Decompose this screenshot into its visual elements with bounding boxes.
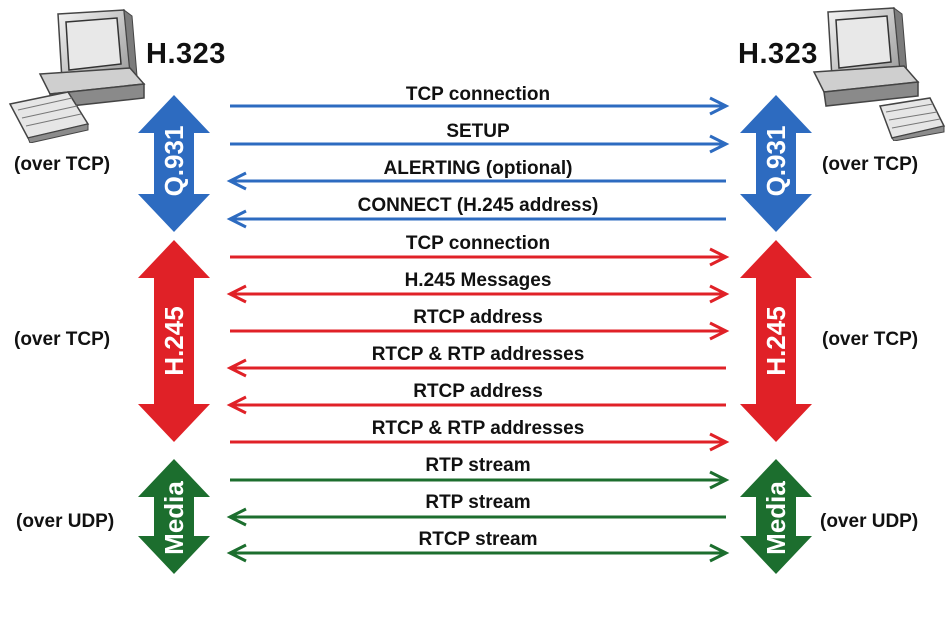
right-computer-icon [806, 6, 946, 142]
message-arrow [230, 247, 730, 267]
message-label: RTCP stream [418, 529, 538, 550]
right-h245-arrow-label: H.245 [761, 306, 791, 376]
left-computer-icon [6, 8, 146, 144]
left-q931-transport-label: (over TCP) [14, 154, 111, 175]
message-arrow [226, 209, 726, 229]
right-host-title: H.323 [738, 38, 818, 70]
right-q931-transport-label: (over TCP) [822, 154, 919, 175]
left-host-title: H.323 [146, 38, 226, 70]
right-media-big-arrow [740, 459, 812, 574]
left-h245-arrow-label: H.245 [159, 306, 189, 376]
left-media-arrow-label: Media [159, 481, 189, 555]
message-arrow [226, 395, 726, 415]
right-h245-transport-label: (over TCP) [822, 329, 919, 350]
message-label: RTCP address [413, 307, 543, 328]
message-arrow [230, 470, 730, 490]
message-label: CONNECT (H.245 address) [357, 195, 599, 216]
message-label: TCP connection [405, 233, 551, 254]
left-q931-big-arrow [138, 95, 210, 232]
left-h245-big-arrow [138, 240, 210, 442]
message-label: RTP stream [425, 455, 531, 476]
message-arrow [226, 171, 726, 191]
message-label: SETUP [446, 121, 510, 142]
message-arrow [226, 507, 726, 527]
message-label: RTCP & RTP addresses [371, 344, 585, 365]
message-arrow [226, 543, 730, 563]
message-arrow [230, 432, 730, 452]
h323-call-flow-diagram: H.323 H.323 (over TCP) (over TCP) (over … [6, 6, 946, 574]
message-label: RTCP & RTP addresses [371, 418, 585, 439]
section-arrows-layer [138, 95, 812, 574]
message-arrow [230, 134, 730, 154]
left-media-big-arrow [138, 459, 210, 574]
message-label: ALERTING (optional) [383, 158, 573, 179]
left-media-transport-label: (over UDP) [16, 511, 115, 532]
right-h245-big-arrow [740, 240, 812, 442]
message-arrow [230, 96, 730, 116]
right-media-transport-label: (over UDP) [820, 511, 919, 532]
right-q931-big-arrow [740, 95, 812, 232]
right-media-arrow-label: Media [761, 481, 791, 555]
left-q931-arrow-label: Q.931 [159, 125, 189, 197]
left-h245-transport-label: (over TCP) [14, 329, 111, 350]
message-arrow [230, 321, 730, 341]
message-label: RTP stream [425, 492, 531, 513]
message-arrow [226, 358, 726, 378]
right-q931-arrow-label: Q.931 [761, 125, 791, 197]
message-arrow [226, 284, 730, 304]
message-label: H.245 Messages [404, 270, 552, 291]
message-label: TCP connection [405, 84, 551, 105]
message-label: RTCP address [413, 381, 543, 402]
